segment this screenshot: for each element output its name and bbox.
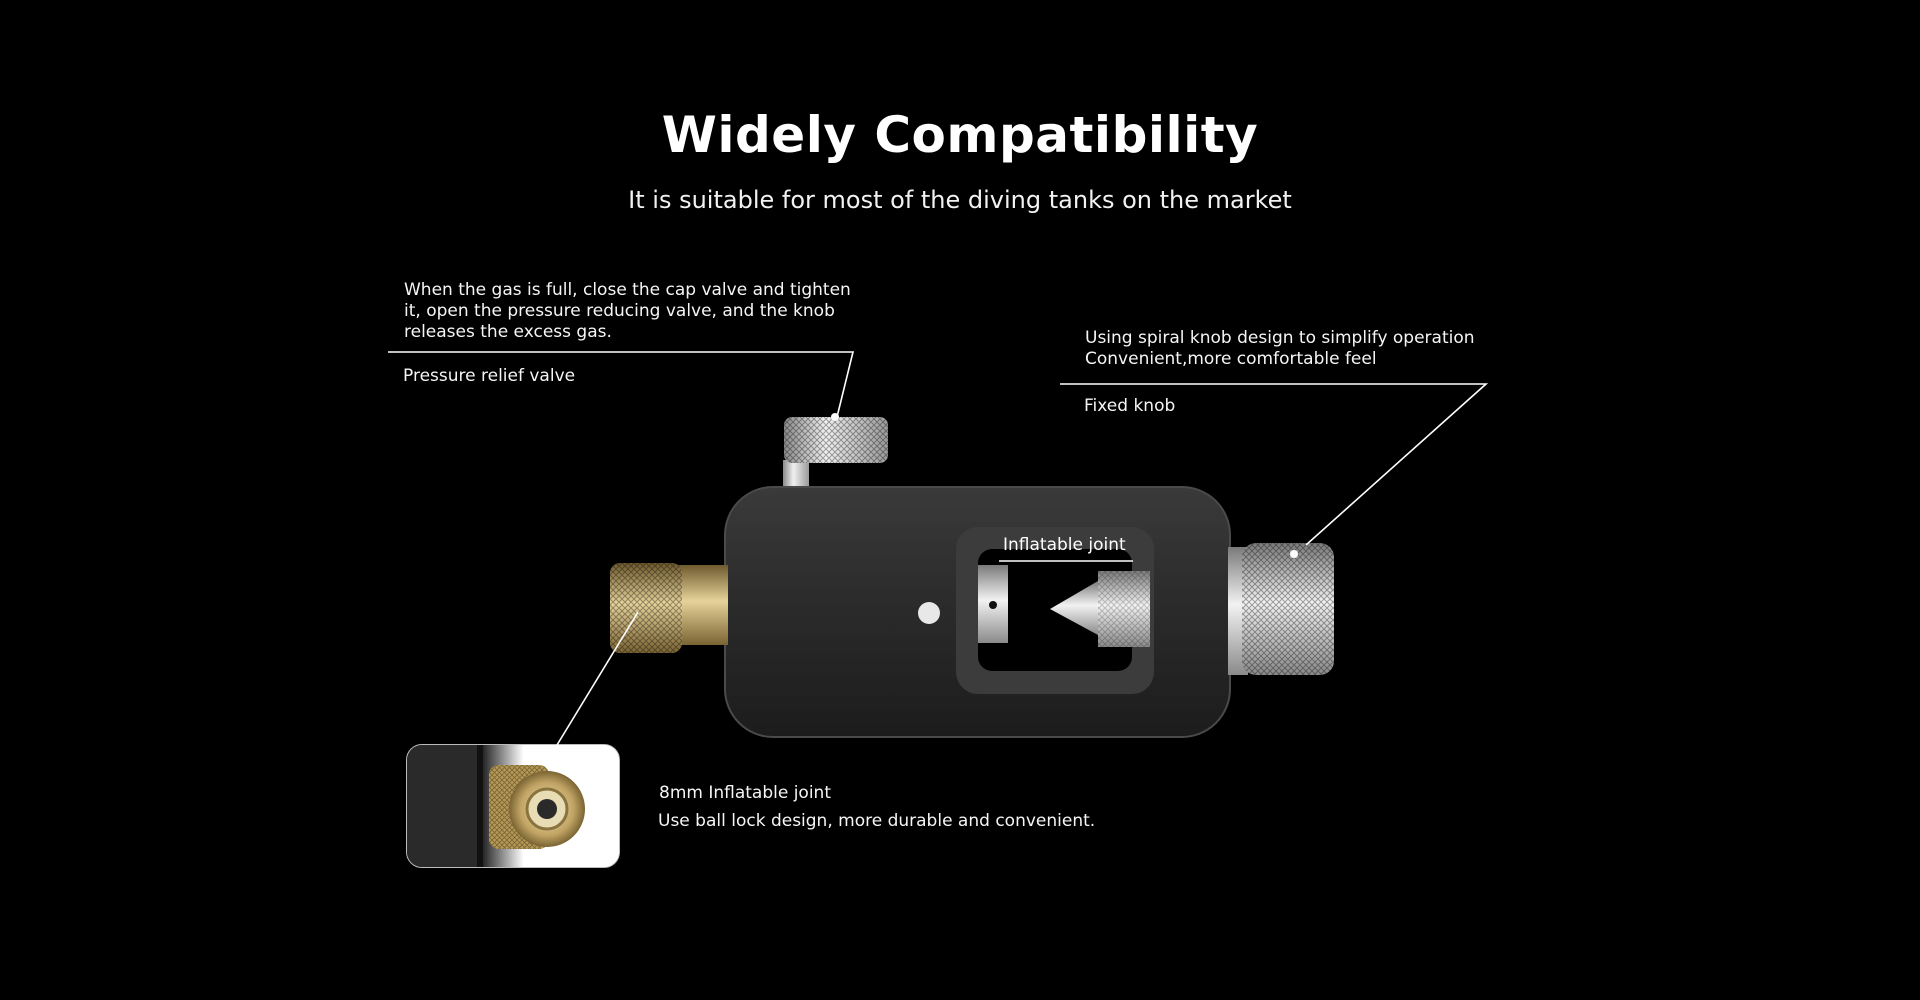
fixed-knob-description-line-2: Convenient,more comfortable feel [1085, 349, 1377, 369]
pressure-relief-description-line-1: When the gas is full, close the cap valv… [404, 280, 851, 300]
pressure-relief-label: Pressure relief valve [403, 366, 576, 386]
page-subtitle: It is suitable for most of the diving ta… [628, 186, 1292, 214]
pressure-relief-description-line-3: releases the excess gas. [404, 322, 612, 342]
inflatable-joint-nozzle [978, 565, 1150, 647]
fixed-knob-description-line-1: Using spiral knob design to simplify ope… [1085, 328, 1475, 348]
pressure-relief-description-line-2: it, open the pressure reducing valve, an… [404, 301, 835, 321]
joint-8mm-label: 8mm Inflatable joint [659, 783, 832, 803]
brass-coupler [610, 563, 728, 653]
screw-dot [918, 602, 940, 624]
joint-8mm-description: Use ball lock design, more durable and c… [658, 811, 1096, 831]
fixed-knob [1228, 543, 1334, 675]
pressure-relief-knob [783, 413, 888, 488]
inflatable-joint-label: Inflatable joint [1003, 535, 1126, 555]
page-title: Widely Compatibility [661, 106, 1259, 164]
coupler-closeup-image [406, 744, 620, 868]
adapter-device-image [610, 413, 1334, 738]
